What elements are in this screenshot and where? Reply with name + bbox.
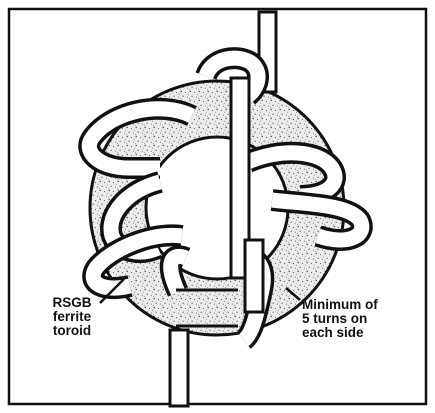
toroid-label-line-1: RSGB (41, 296, 103, 310)
turns-label: Minimum of 5 turns on each side (302, 298, 422, 340)
toroid-label: RSGB ferrite toroid (41, 296, 103, 338)
bottom-core-band (176, 290, 238, 326)
turns-label-line-2: 5 turns on (302, 312, 422, 326)
turns-label-line-1: Minimum of (302, 298, 422, 312)
turns-label-line-3: each side (302, 326, 422, 340)
toroid-label-line-2: ferrite (41, 310, 103, 324)
toroid-label-line-3: toroid (41, 324, 103, 338)
